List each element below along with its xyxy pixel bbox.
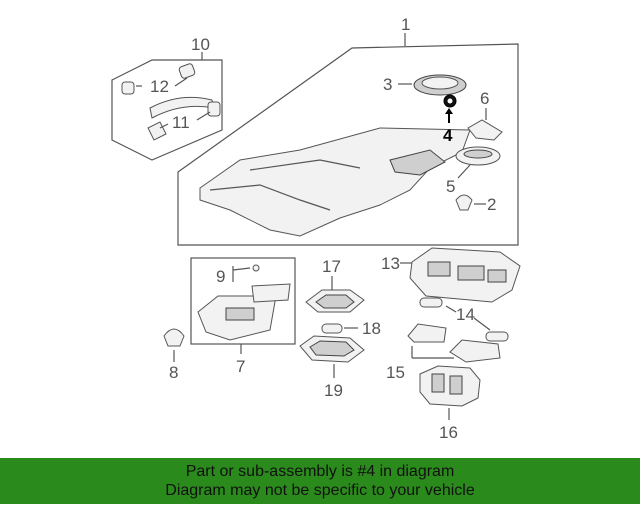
headliner-assembly-frame bbox=[177, 43, 519, 246]
callout-17: 17 bbox=[322, 257, 341, 276]
callout-18: 18 bbox=[362, 319, 381, 338]
callout-8: 8 bbox=[169, 363, 178, 382]
grab-handle-frame bbox=[111, 59, 223, 161]
part-8-clip bbox=[163, 328, 185, 347]
part-18-bulb bbox=[321, 323, 343, 334]
sun-visor bbox=[197, 264, 291, 341]
callout-13: 13 bbox=[381, 254, 400, 273]
callout-11: 11 bbox=[172, 113, 190, 132]
part-4-clip bbox=[443, 94, 457, 108]
callout-15: 15 bbox=[386, 363, 405, 382]
part-15-lenses bbox=[407, 323, 501, 363]
headliner-panel bbox=[199, 127, 471, 237]
callout-1: 1 bbox=[401, 15, 410, 34]
parts-diagram: 1 2 3 4 5 6 7 8 9 10 11 12 13 14 15 16 1… bbox=[111, 15, 521, 442]
part-19-lens bbox=[299, 335, 365, 363]
part-17-lens bbox=[305, 289, 365, 313]
part-6-bracket bbox=[467, 119, 503, 141]
part-2-clip bbox=[455, 194, 473, 211]
part-13-console bbox=[409, 247, 521, 303]
callout-5: 5 bbox=[446, 177, 455, 196]
callout-9: 9 bbox=[216, 267, 225, 286]
part-3-lamp bbox=[413, 74, 467, 96]
callout-7: 7 bbox=[236, 357, 245, 376]
part-14-bulbs bbox=[419, 297, 509, 342]
callout-3: 3 bbox=[383, 75, 392, 94]
callout-10: 10 bbox=[191, 35, 210, 54]
callout-4: 4 bbox=[443, 126, 453, 145]
callout-6: 6 bbox=[480, 89, 489, 108]
part-5-cover bbox=[455, 146, 501, 166]
part-16-housing bbox=[419, 365, 481, 407]
info-banner: Part or sub-assembly is #4 in diagram Di… bbox=[0, 458, 640, 504]
callout-14: 14 bbox=[456, 305, 475, 324]
banner-line-2: Diagram may not be specific to your vehi… bbox=[165, 482, 475, 499]
banner-line-1: Part or sub-assembly is #4 in diagram bbox=[185, 463, 455, 480]
grab-handle bbox=[121, 63, 221, 141]
sun-visor-frame bbox=[190, 257, 296, 345]
callout-2: 2 bbox=[487, 195, 496, 214]
callout-12: 12 bbox=[150, 77, 169, 96]
callout-16: 16 bbox=[439, 423, 458, 442]
callout-19: 19 bbox=[324, 381, 343, 400]
